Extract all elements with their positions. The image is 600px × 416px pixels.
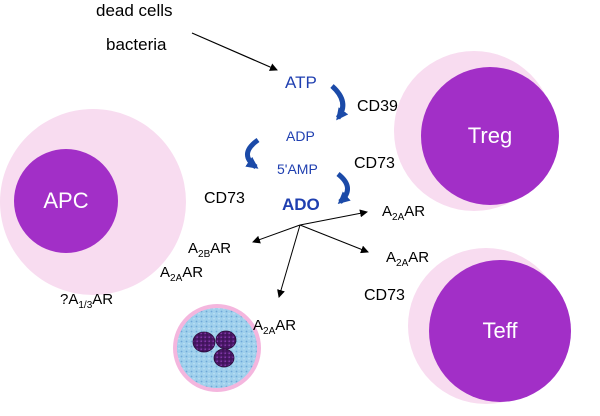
treg-label: Treg [468, 123, 512, 148]
bacteria-label: bacteria [106, 35, 167, 54]
atp-label: ATP [285, 73, 317, 92]
ado-to-neutrophil-receptor-arrow [277, 224, 301, 298]
ado-to-apc-receptor-arrow [252, 224, 301, 244]
a2a-receptor-apc-label: A2AAR [160, 264, 203, 284]
cd39-label: CD39 [357, 98, 398, 115]
dead-cells-label: dead cells [96, 1, 173, 20]
ado-label: ADO [282, 195, 320, 214]
a2b-receptor-apc-label: A2BAR [188, 240, 231, 260]
ado-to-treg-receptor-arrow [299, 209, 368, 226]
atp-to-adp-curved-arrow [330, 84, 349, 121]
treg-body [421, 67, 559, 205]
neutrophil-cytoplasm [177, 308, 257, 388]
cd73-pathway-label: CD73 [354, 155, 395, 172]
adp-to-amp-curved-arrow [245, 137, 260, 170]
teff-label: Teff [482, 318, 518, 343]
apc-label: APC [43, 188, 88, 213]
adp-label: ADP [286, 128, 315, 144]
ado-to-teff-receptor-arrow [299, 224, 369, 254]
amp-label: 5'AMP [277, 161, 318, 177]
a2a-receptor-neutrophil-label: A2AAR [253, 317, 296, 337]
a2a-receptor-treg-label: A2AAR [382, 203, 425, 223]
cd73-teff-label: CD73 [364, 287, 405, 304]
cd73-apc-label: CD73 [204, 190, 245, 207]
a13-receptor-apc-label: ?A1/3AR [60, 291, 113, 311]
teff-body [429, 260, 571, 402]
neutrophil-nucleus-lobes [192, 330, 237, 368]
source-to-atp-arrow [191, 32, 278, 71]
a2a-receptor-teff-label: A2AAR [386, 249, 429, 269]
apc-nucleus [14, 149, 118, 253]
amp-to-ado-curved-arrow [336, 172, 351, 204]
